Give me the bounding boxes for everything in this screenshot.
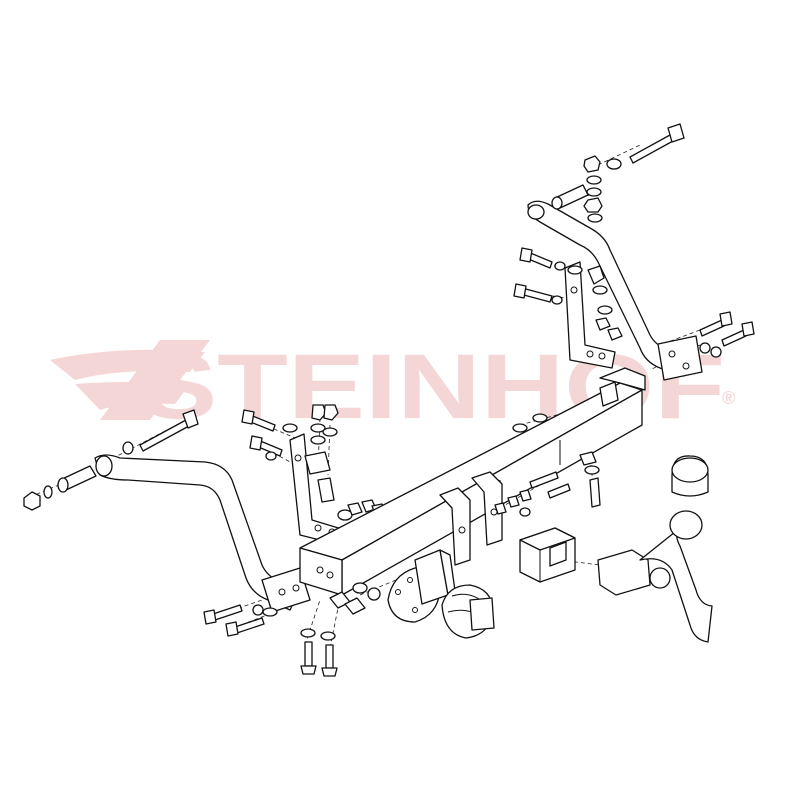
watermark-registered-mark: ® — [722, 388, 735, 408]
swoosh-icon — [50, 340, 210, 420]
right-end-bolts — [699, 311, 755, 358]
right-upper-nuts — [583, 155, 603, 223]
beam-hanger-brackets — [439, 471, 503, 566]
tow-ball-cap — [671, 455, 709, 497]
beam-fasteners — [494, 413, 601, 517]
right-long-bolt — [606, 123, 685, 170]
lower-left-bolts — [203, 582, 381, 677]
left-long-bolt — [122, 409, 199, 455]
right-spacer-tube — [551, 184, 589, 210]
left-side-arm — [94, 454, 311, 613]
electrical-socket-icon — [441, 584, 495, 639]
socket-holder-bracket — [414, 549, 457, 605]
left-nut — [23, 485, 53, 511]
towball-neck — [597, 510, 713, 643]
left-spacer-tube — [57, 465, 97, 493]
right-bracket-fasteners — [513, 247, 623, 341]
right-mount-bracket — [564, 261, 616, 369]
towball-receiver-block — [519, 527, 576, 583]
right-side-arm — [527, 200, 703, 381]
